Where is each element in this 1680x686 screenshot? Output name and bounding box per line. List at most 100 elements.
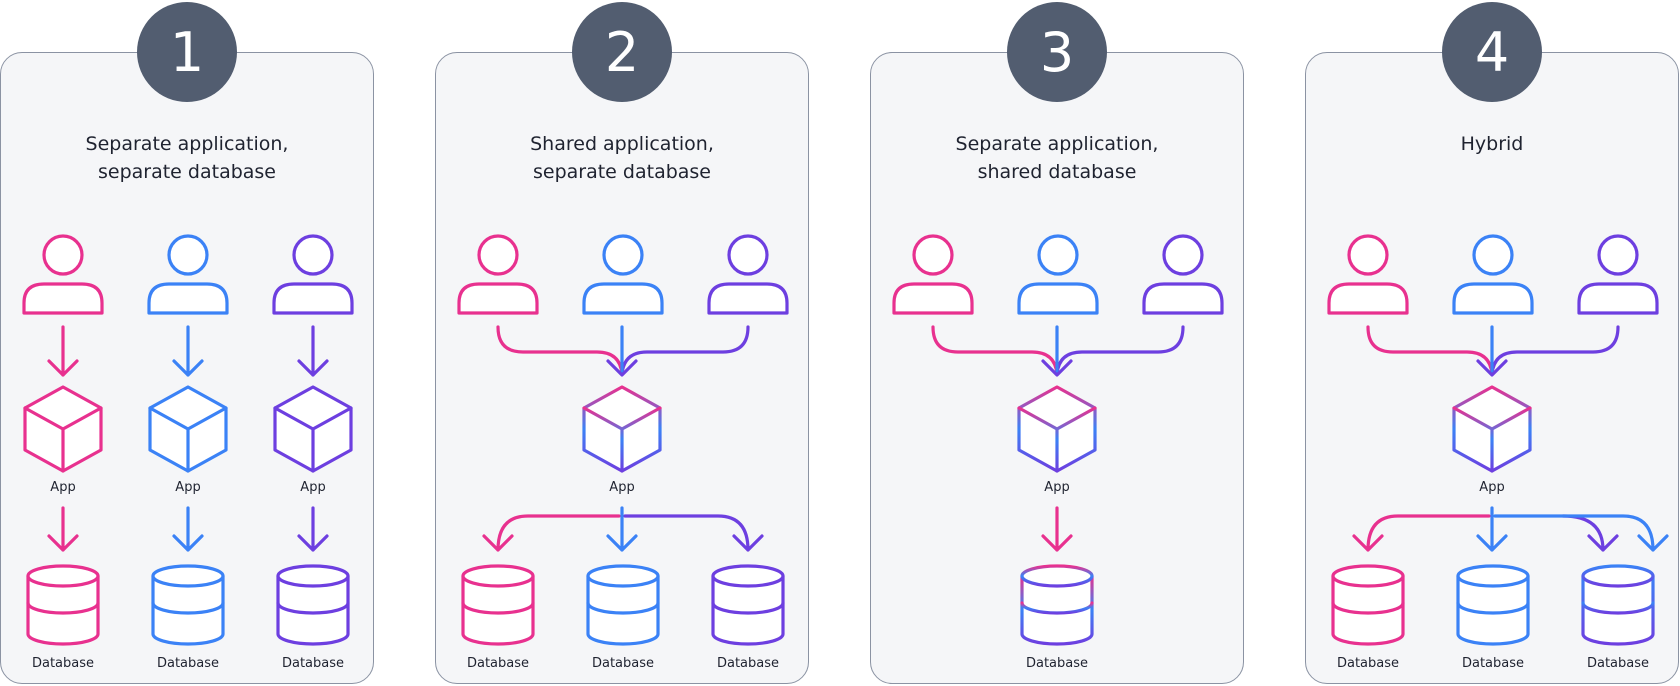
person-body bbox=[1577, 282, 1659, 315]
panel-2-database-icon-3 bbox=[711, 564, 785, 646]
panel-4-number-badge: 4 bbox=[1442, 2, 1542, 102]
panel-2-split-arrow-center bbox=[606, 506, 638, 552]
panel-1-database-icon-2 bbox=[151, 564, 225, 646]
panel-3-user-icon-2 bbox=[1017, 234, 1099, 315]
panel-2-split-arrow-left bbox=[482, 514, 621, 552]
person-body bbox=[272, 282, 354, 315]
panel-4-user-icon-3 bbox=[1577, 234, 1659, 315]
panel-1-db-arrow-2 bbox=[172, 506, 204, 552]
panel-2-database-label-1: Database bbox=[466, 656, 530, 671]
database-top bbox=[586, 564, 660, 588]
panel-2-number-badge: 2 bbox=[572, 2, 672, 102]
panel-3-app-icon-1 bbox=[1017, 385, 1097, 473]
arrow-line bbox=[496, 325, 624, 376]
person-head bbox=[292, 234, 334, 276]
panel-2-title-line-2: separate database bbox=[532, 161, 711, 183]
panel-2-database-icon-2 bbox=[586, 564, 660, 646]
person-body bbox=[457, 282, 539, 315]
panel-2-merge-arrowhead bbox=[606, 359, 638, 377]
arrowhead bbox=[1041, 359, 1073, 377]
database-top bbox=[1331, 564, 1405, 588]
panel-1-user-arrow-1 bbox=[47, 325, 79, 377]
arrow-line bbox=[482, 514, 621, 552]
arrow-line bbox=[1366, 325, 1494, 376]
panel-3-number-badge: 3 bbox=[1007, 2, 1107, 102]
panel-1-app-label-3: App bbox=[300, 480, 326, 495]
database-divider bbox=[1331, 601, 1405, 615]
arrow-line bbox=[47, 325, 79, 377]
database-top bbox=[461, 564, 535, 588]
database-body bbox=[151, 574, 225, 646]
database-divider bbox=[26, 601, 100, 615]
database-body bbox=[276, 574, 350, 646]
database-top bbox=[151, 564, 225, 588]
person-head bbox=[1037, 234, 1079, 276]
arrow-line bbox=[297, 506, 329, 552]
person-body bbox=[22, 282, 104, 315]
panel-4-app-label-1: App bbox=[1479, 480, 1505, 495]
database-body bbox=[586, 574, 660, 646]
panel-4-title-line-1: Hybrid bbox=[1460, 133, 1524, 155]
person-head bbox=[167, 234, 209, 276]
arrow-line bbox=[1352, 514, 1491, 552]
panel-4-database-label-3: Database bbox=[1586, 656, 1650, 671]
panel-3-title-line-2: shared database bbox=[977, 161, 1137, 183]
database-body bbox=[1581, 574, 1655, 646]
panel-2-user-icon-1 bbox=[457, 234, 539, 315]
panel-3-database-icon-1 bbox=[1020, 564, 1094, 646]
arrow-line bbox=[606, 506, 638, 552]
panel-2-split-arrow-right bbox=[623, 514, 764, 552]
panel-4-database-icon-1 bbox=[1331, 564, 1405, 646]
person-head bbox=[1472, 234, 1514, 276]
panel-2-title-line-1: Shared application, bbox=[530, 133, 714, 155]
arrow-line bbox=[931, 325, 1059, 376]
arrow-line bbox=[1055, 325, 1185, 376]
panel-1-database-label-1: Database bbox=[31, 656, 95, 671]
arrow-line bbox=[297, 325, 329, 377]
cube-edges bbox=[148, 406, 228, 473]
panel-1-app-label-1: App bbox=[50, 480, 76, 495]
person-head bbox=[1597, 234, 1639, 276]
cube-edges bbox=[1017, 406, 1097, 473]
panel-2-database-icon-1 bbox=[461, 564, 535, 646]
database-top bbox=[711, 564, 785, 588]
cube-edges bbox=[1452, 406, 1532, 473]
panel-1-number-badge: 1 bbox=[137, 2, 237, 102]
person-head bbox=[1347, 234, 1389, 276]
person-head bbox=[727, 234, 769, 276]
arrow-line bbox=[1561, 514, 1619, 552]
panel-1-user-arrow-2 bbox=[172, 325, 204, 377]
panel-1-app-icon-1 bbox=[23, 385, 103, 473]
database-divider bbox=[1020, 601, 1094, 615]
database-divider bbox=[711, 601, 785, 615]
panel-1-title-line-1: Separate application, bbox=[85, 133, 289, 155]
panel-1-user-arrow-3 bbox=[297, 325, 329, 377]
panel-3-merge-arrow-left bbox=[931, 325, 1059, 376]
person-head bbox=[42, 234, 84, 276]
cube-edges bbox=[23, 406, 103, 473]
panel-1-database-label-3: Database bbox=[281, 656, 345, 671]
person-head bbox=[912, 234, 954, 276]
panel-4-app-icon-1 bbox=[1452, 385, 1532, 473]
panel-4-database-label-1: Database bbox=[1336, 656, 1400, 671]
panel-2-database-label-2: Database bbox=[591, 656, 655, 671]
panel-3-user-icon-3 bbox=[1142, 234, 1224, 315]
panel-1-title-line-2: separate database bbox=[97, 161, 276, 183]
arrow-line bbox=[172, 506, 204, 552]
panel-2-user-icon-3 bbox=[707, 234, 789, 315]
cube-edges bbox=[273, 406, 353, 473]
panel-1-database-icon-3 bbox=[276, 564, 350, 646]
panel-1-user-icon-3 bbox=[272, 234, 354, 315]
panel-3-database-label-1: Database bbox=[1025, 656, 1089, 671]
person-body bbox=[707, 282, 789, 315]
arrow-line bbox=[623, 514, 764, 552]
panel-1-app-icon-3 bbox=[273, 385, 353, 473]
database-body bbox=[1020, 574, 1094, 646]
panel-1-database-label-2: Database bbox=[156, 656, 220, 671]
person-head bbox=[477, 234, 519, 276]
panel-3-db-arrow-1 bbox=[1041, 506, 1073, 552]
person-body bbox=[1327, 282, 1409, 315]
panel-2-user-icon-2 bbox=[582, 234, 664, 315]
panel-4-split-arrow-purple bbox=[1561, 514, 1619, 552]
